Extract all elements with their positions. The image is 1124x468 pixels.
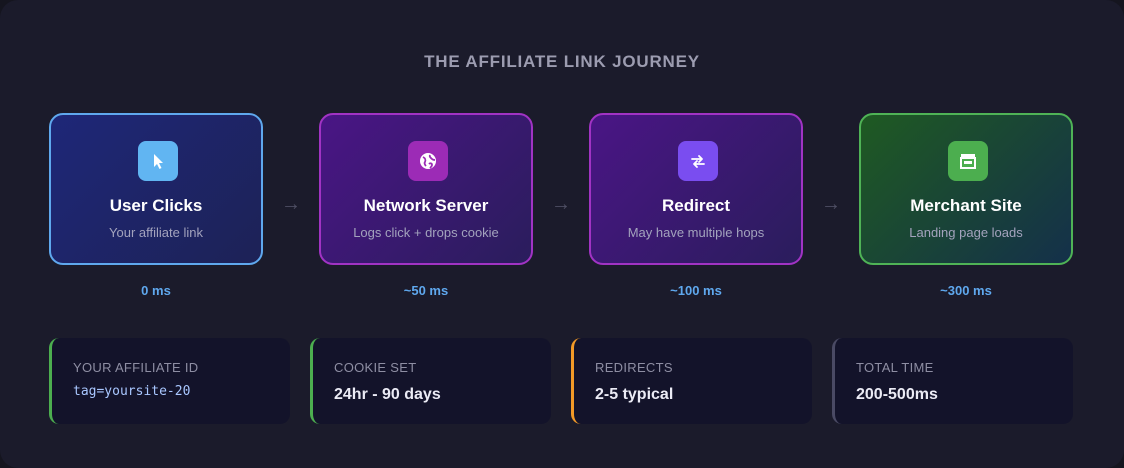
step-subtitle: Your affiliate link (109, 225, 203, 240)
flow-arrow: → (281, 193, 301, 215)
page-title: THE AFFILIATE LINK JOURNEY (424, 52, 700, 71)
timing-label: ~300 ms (940, 283, 992, 298)
timing-label: ~50 ms (403, 283, 449, 298)
step-card-merchant-site: Merchant Site Landing page loads (859, 113, 1073, 265)
storefront-icon (948, 141, 988, 181)
info-label: TOTAL TIME (856, 360, 934, 375)
timing-label: 0 ms (141, 283, 171, 298)
flow-arrow: → (551, 193, 571, 215)
timing-label: ~100 ms (670, 283, 722, 298)
info-label: COOKIE SET (334, 360, 417, 375)
step-card-network-server: Network Server Logs click + drops cookie (319, 113, 533, 265)
flow-arrow: → (821, 193, 841, 215)
info-value: tag=yoursite-20 (73, 384, 191, 399)
info-card-affiliate-id: YOUR AFFILIATE ID tag=yoursite-20 (49, 338, 290, 424)
info-card-cookie-set: COOKIE SET 24hr - 90 days (310, 338, 551, 424)
step-card-redirect: Redirect May have multiple hops (589, 113, 803, 265)
step-title: Merchant Site (910, 196, 1022, 215)
step-title: Network Server (363, 196, 489, 215)
info-label: REDIRECTS (595, 360, 673, 375)
globe-icon (408, 141, 448, 181)
info-value: 2-5 typical (595, 386, 674, 403)
step-subtitle: Logs click + drops cookie (353, 225, 499, 240)
info-value: 24hr - 90 days (334, 386, 441, 403)
info-label: YOUR AFFILIATE ID (73, 360, 199, 375)
cursor-click-icon (138, 141, 178, 181)
info-value: 200-500ms (856, 386, 938, 403)
step-title: User Clicks (109, 196, 203, 215)
redirect-arrows-icon (678, 141, 718, 181)
step-subtitle: May have multiple hops (627, 225, 765, 240)
info-card-redirects: REDIRECTS 2-5 typical (571, 338, 812, 424)
step-card-user-clicks: User Clicks Your affiliate link (49, 113, 263, 265)
step-title: Redirect (661, 196, 731, 215)
info-card-total-time: TOTAL TIME 200-500ms (832, 338, 1073, 424)
step-subtitle: Landing page loads (909, 225, 1023, 240)
